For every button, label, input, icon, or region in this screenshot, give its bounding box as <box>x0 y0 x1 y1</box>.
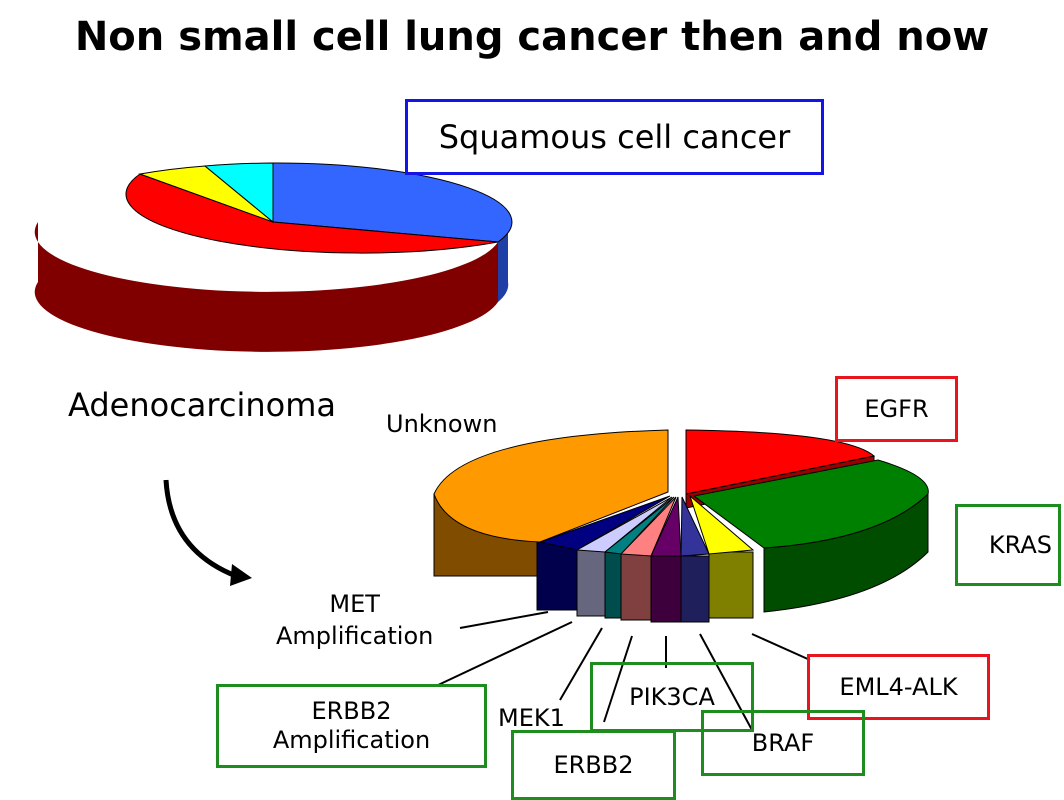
erbb2-amp-label-line1: ERBB2 <box>311 697 392 726</box>
slice-erbb2amp <box>575 496 673 553</box>
mek1-label: MEK1 <box>498 704 565 732</box>
side-met <box>536 541 578 611</box>
unknown-label: Unknown <box>386 410 498 438</box>
slice-eml4alk <box>688 494 755 555</box>
leader-braf <box>699 633 753 731</box>
met-amplification-label: MET Amplification <box>276 588 433 653</box>
braf-label: BRAF <box>751 728 815 757</box>
slice-braf <box>680 496 710 557</box>
arrow-head <box>230 564 252 586</box>
pie-top <box>34 162 513 352</box>
egfr-label-box: EGFR <box>835 376 958 442</box>
side-mek1 <box>604 551 622 619</box>
kras-label-box: KRAS <box>955 504 1061 586</box>
kras-label: KRAS <box>988 530 1052 559</box>
leader-eml4alk <box>751 633 811 661</box>
leader-mek1 <box>559 627 603 701</box>
eml4-alk-label-box: EML4-ALK <box>807 654 990 720</box>
erbb2-amp-label-line2: Amplification <box>272 726 431 754</box>
squamous-label: Squamous cell cancer <box>438 117 791 156</box>
met-label-line1: MET <box>329 590 380 618</box>
side-erbb2amp <box>576 549 606 617</box>
slice-erbb2 <box>619 496 677 557</box>
side-erbb2 <box>620 553 652 621</box>
pie-top-slice-blue <box>272 162 513 243</box>
arrow-shaft <box>163 479 237 579</box>
pie-top-slice-cyan <box>203 162 274 224</box>
leader-erbb2 <box>603 635 633 723</box>
leader-met <box>459 611 549 629</box>
side-eml4alk <box>708 551 754 619</box>
egfr-label: EGFR <box>864 394 929 423</box>
slice-egfr <box>685 429 876 495</box>
pie-bottom <box>433 429 929 623</box>
side-pik3ca <box>650 555 682 623</box>
slice-pik3ca <box>650 496 682 557</box>
side-braf <box>680 555 710 623</box>
squamous-label-box: Squamous cell cancer <box>405 99 824 175</box>
pie-top-side-red <box>34 222 499 352</box>
leader-erbb2amp <box>435 621 573 687</box>
pie-top-side-blue <box>498 222 509 302</box>
braf-label-box: BRAF <box>701 710 865 776</box>
met-label-line2: Amplification <box>276 622 434 651</box>
adenocarcinoma-label: Adenocarcinoma <box>68 386 336 424</box>
leader-lines <box>435 611 811 731</box>
slice-met <box>538 495 671 551</box>
pik3ca-label: PIK3CA <box>629 682 715 711</box>
curved-arrow <box>163 479 252 586</box>
slice-unknown <box>433 429 669 543</box>
eml4-alk-label: EML4-ALK <box>839 672 958 701</box>
pie-top-slice-red <box>125 173 499 254</box>
slice-kras <box>692 459 929 549</box>
erbb2-label-box: ERBB2 <box>511 730 676 800</box>
slice-mek1 <box>603 496 675 555</box>
slide-title: Non small cell lung cancer then and now <box>74 14 990 60</box>
erbb2-label: ERBB2 <box>553 750 634 779</box>
erbb2-amplification-label-box: ERBB2 Amplification <box>216 684 487 768</box>
